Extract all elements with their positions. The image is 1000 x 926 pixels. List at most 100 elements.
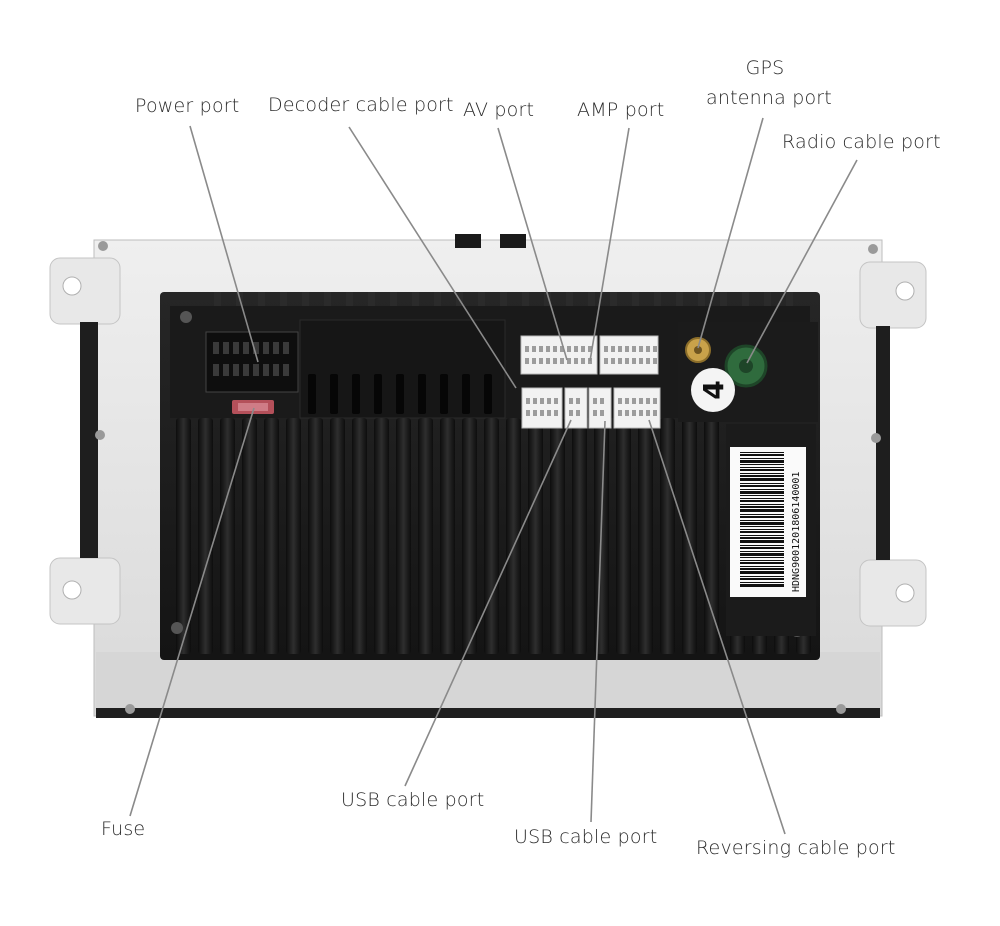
power-pin <box>213 364 219 376</box>
connector-pin <box>593 398 597 404</box>
leader-power-port <box>189 125 259 363</box>
vent-slot <box>374 374 382 414</box>
barcode-bar <box>740 495 784 496</box>
barcode-bar <box>740 469 784 471</box>
barcode-bar <box>740 452 784 453</box>
label-power-port: Power port <box>135 95 240 117</box>
connector-pin <box>546 346 550 352</box>
connector-pin <box>546 358 550 364</box>
connector-pin <box>618 346 622 352</box>
leader-usb-cable-port-2 <box>590 420 606 823</box>
cooling-tooth <box>478 292 485 308</box>
connector-pin <box>540 410 544 416</box>
barcode-bar <box>740 500 784 502</box>
connector-pin <box>554 410 558 416</box>
connector-pin <box>604 358 608 364</box>
power-connector-pins <box>213 342 289 376</box>
connector-pin <box>553 346 557 352</box>
label-decoder-cable-port: Decoder cable port <box>268 94 454 116</box>
heatsink-fin <box>330 418 345 654</box>
cooling-tooth <box>676 292 683 308</box>
barcode-bar <box>740 584 784 587</box>
barcode-bar <box>740 506 784 508</box>
heatsink-fin <box>374 418 389 654</box>
connector-pin <box>632 398 636 404</box>
power-connector <box>205 331 299 393</box>
cooling-tooth <box>566 292 573 308</box>
connector-pin <box>639 346 643 352</box>
cooling-tooth <box>632 292 639 308</box>
heatsink-fin <box>308 418 323 654</box>
connector-pin <box>632 358 636 364</box>
heatsink-fin <box>440 418 455 654</box>
heatsink-fin <box>572 418 587 654</box>
connector-pin <box>618 410 622 416</box>
barcode-bar <box>740 526 784 527</box>
connector-pin <box>540 398 544 404</box>
leader-gps-antenna-port <box>697 117 764 349</box>
barcode-bar <box>740 545 784 546</box>
connector-pin <box>525 358 529 364</box>
heatsink-fin <box>704 418 719 654</box>
leader-decoder-cable-port <box>348 126 517 389</box>
cooling-tooth <box>412 292 419 308</box>
power-pin <box>233 364 239 376</box>
connector-pin <box>532 346 536 352</box>
cooling-tooth <box>698 292 705 308</box>
label-antenna-port: antenna port <box>706 87 832 109</box>
connector-pin <box>646 398 650 404</box>
vent-slot <box>308 374 316 414</box>
vent-slot <box>352 374 360 414</box>
cooling-tooth <box>522 292 529 308</box>
connector-pin <box>554 398 558 404</box>
power-pin <box>223 364 229 376</box>
label-reversing-cable-port: Reversing cable port <box>696 837 896 859</box>
barcode-bar <box>740 509 784 512</box>
cooling-tooth <box>390 292 397 308</box>
connector-pin <box>539 346 543 352</box>
barcode-bar <box>740 566 784 567</box>
heatsink-fin <box>506 418 521 654</box>
connector-pin <box>600 398 604 404</box>
vent-slot <box>462 374 470 414</box>
connector-pin <box>604 346 608 352</box>
connector-pin <box>611 346 615 352</box>
barcode-label <box>740 452 784 587</box>
barcode-bar <box>740 464 784 465</box>
heatsink-fin <box>682 418 697 654</box>
connector-pin <box>525 346 529 352</box>
barcode-bar <box>740 460 784 463</box>
barcode-bar <box>740 560 784 561</box>
connector-pin <box>560 346 564 352</box>
connector-pin <box>593 410 597 416</box>
heatsink-fin <box>528 418 543 654</box>
barcode-bar <box>740 514 784 515</box>
connector-pin <box>567 346 571 352</box>
power-pin <box>243 364 249 376</box>
connector-pin <box>547 398 551 404</box>
barcode-bar <box>740 491 784 494</box>
connector-pin <box>533 410 537 416</box>
heatsink-fin <box>418 418 433 654</box>
connector-pin <box>588 346 592 352</box>
barcode-bar <box>740 540 784 543</box>
connector-pin <box>581 346 585 352</box>
heatsink-fin <box>462 418 477 654</box>
barcode-bar <box>740 498 784 499</box>
barcode-bar <box>740 489 784 490</box>
connector-pin <box>581 358 585 364</box>
power-pin <box>283 342 289 354</box>
connector-pin <box>574 346 578 352</box>
vent-slots <box>308 374 492 414</box>
cooling-tooth <box>280 292 287 308</box>
barcode-bar <box>740 537 784 539</box>
barcode-bar <box>740 576 784 577</box>
cooling-tooth <box>588 292 595 308</box>
power-pin <box>273 342 279 354</box>
connector-pin <box>576 410 580 416</box>
heatsink-fin <box>264 418 279 654</box>
heatsink-fin <box>660 418 675 654</box>
barcode-bar <box>740 485 784 487</box>
barcode-bar <box>740 516 784 518</box>
